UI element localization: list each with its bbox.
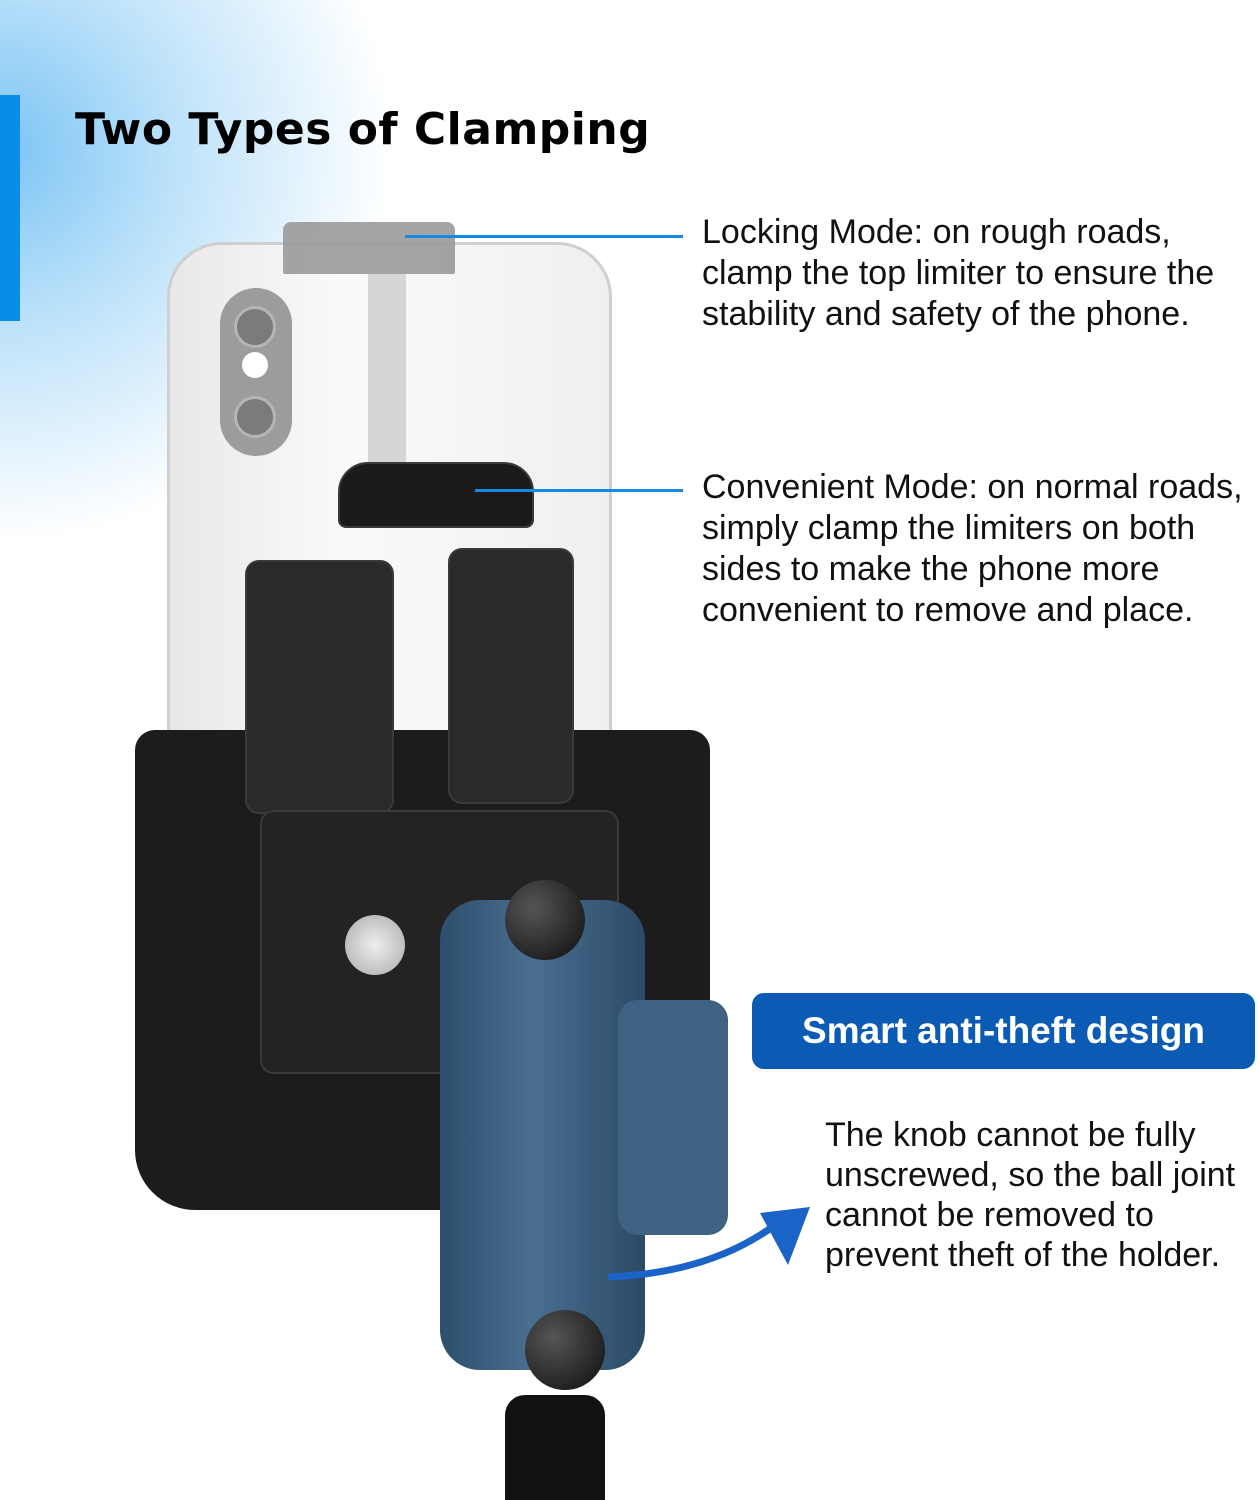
- camera-lens: [234, 306, 276, 348]
- right-pad: [448, 548, 574, 804]
- anti-theft-badge: Smart anti-theft design: [752, 993, 1255, 1069]
- top-limiter-rod: [368, 274, 406, 474]
- arm: [440, 900, 645, 1370]
- camera-module: [220, 288, 292, 456]
- convenient-mode-text: Convenient Mode: on normal roads, simply…: [702, 468, 1243, 629]
- top-limiter: [283, 222, 455, 274]
- accent-bar: [0, 95, 20, 321]
- mount-stem: [505, 1395, 605, 1500]
- ball-joint-bottom: [525, 1310, 605, 1390]
- knob: [618, 1000, 728, 1235]
- ball-joint-top: [505, 880, 585, 960]
- locking-callout-line: [405, 235, 683, 238]
- convenient-callout-line: [475, 489, 683, 492]
- arrow-icon: [607, 1207, 810, 1281]
- anti-theft-text: The knob cannot be fully unscrewed, so t…: [825, 1116, 1236, 1274]
- hex-screw: [345, 915, 405, 975]
- camera-lens: [234, 396, 276, 438]
- page-title: Two Types of Clamping: [75, 104, 651, 155]
- left-pad: [245, 560, 394, 814]
- side-limiter: [338, 462, 534, 528]
- camera-flash: [242, 352, 268, 378]
- locking-mode-text: Locking Mode: on rough roads, clamp the …: [702, 213, 1215, 333]
